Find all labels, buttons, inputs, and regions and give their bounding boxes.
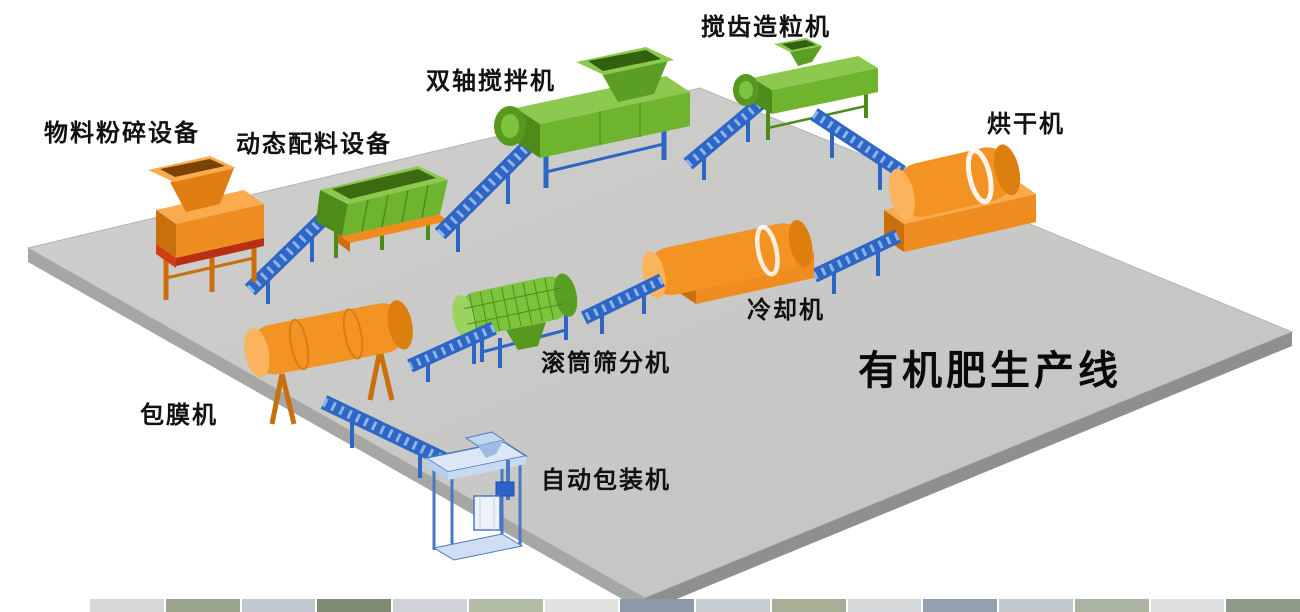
machine-batching [316, 166, 448, 258]
machine-screener [452, 273, 578, 368]
strip-thumbnail [468, 599, 543, 612]
conveyor-batching-to-mixer [434, 140, 534, 252]
strip-thumbnail [1150, 599, 1225, 612]
strip-thumbnail [317, 599, 391, 612]
label-dryer: 烘干机 [987, 111, 1065, 138]
conveyor-dryer-to-cooler [810, 229, 902, 294]
strip-thumbnail [1226, 599, 1300, 612]
strip-thumbnail [923, 599, 997, 612]
label-cooler: 冷却机 [747, 297, 825, 324]
strip-thumbnail [393, 599, 467, 612]
machine-crusher [148, 156, 264, 300]
machine-granulator [733, 38, 878, 140]
strip-thumbnail [1074, 599, 1149, 612]
label-packer: 自动包装机 [541, 467, 671, 494]
strip-thumbnail [165, 599, 240, 612]
strip-thumbnail [241, 599, 316, 612]
machine-mixer [494, 47, 690, 188]
strip-thumbnail [771, 599, 846, 612]
strip-thumbnail [696, 599, 770, 612]
label-granulator: 搅齿造粒机 [701, 14, 831, 41]
machine-packer [424, 431, 528, 561]
label-coater: 包膜机 [140, 402, 218, 429]
bottom-strip [90, 599, 1300, 612]
label-batching: 动态配料设备 [236, 131, 392, 158]
conveyor-screener-to-coater [407, 321, 497, 382]
strip-thumbnail [847, 599, 922, 612]
strip-thumbnail [544, 599, 619, 612]
strip-thumbnail [90, 599, 164, 612]
label-mixer: 双轴搅拌机 [426, 68, 556, 95]
label-screener: 滚筒筛分机 [541, 350, 671, 377]
conveyor-granulator-to-dryer [810, 108, 906, 190]
label-crusher: 物料粉碎设备 [44, 120, 200, 147]
diagram-title: 有机肥生产线 [858, 349, 1122, 393]
conveyor-cooler-to-screener [580, 273, 666, 334]
machine-cooler [642, 219, 814, 304]
conveyor-mixer-to-granulator [683, 94, 769, 180]
machine-coater [244, 300, 413, 425]
strip-thumbnail [999, 599, 1073, 612]
strip-thumbnail [620, 599, 694, 612]
